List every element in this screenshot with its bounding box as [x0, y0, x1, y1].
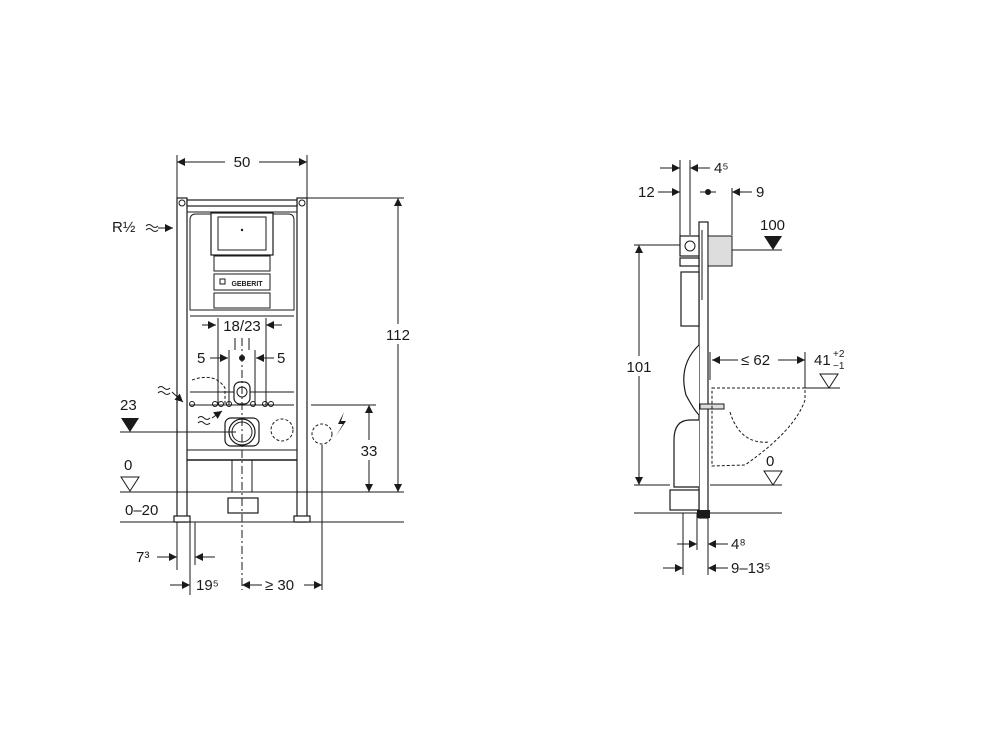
- total-height-label: 112: [386, 327, 410, 344]
- bowl-projection-label: ≤ 62: [741, 352, 770, 369]
- bottom-dimensions: 7³ 19⁵ ≥ 30: [136, 522, 322, 595]
- level-marker-open: [763, 470, 783, 486]
- electric-connection: [311, 412, 346, 590]
- side-bottom-dimensions: 4⁸ 9–13⁵: [663, 513, 771, 577]
- electric-height-label: 33: [361, 443, 378, 460]
- geberit-logo-plate: [213, 273, 271, 291]
- frame-height-label: 101: [626, 359, 651, 376]
- offset-left-label: 5: [197, 350, 205, 367]
- drain-height-label: 23: [120, 397, 137, 414]
- dimension-total-height: 112: [307, 197, 416, 492]
- wall-range-label: 9–13⁵: [731, 560, 771, 577]
- cistern: GEBERIT: [189, 212, 295, 406]
- dimension-flush: 18/23 5 5: [197, 318, 285, 405]
- width-label: 50: [234, 154, 251, 171]
- front-view: 50 GEBERIT: [112, 154, 416, 595]
- flush-width-label: 18/23: [223, 318, 261, 335]
- water-wave-icon: [145, 224, 159, 232]
- bowl-height-label: 41: [814, 352, 831, 369]
- water-inlet-label: R½: [112, 219, 136, 236]
- level-marker-filled: [764, 236, 782, 250]
- lightning-icon: [336, 412, 346, 436]
- offset-right-label: 5: [277, 350, 285, 367]
- pipe-offset-label: 4⁸: [731, 536, 746, 553]
- box-depth-label: 9: [756, 184, 764, 201]
- floor-range-label: 0–20: [125, 502, 158, 519]
- water-wave-icon: [197, 416, 211, 425]
- level-marker-filled: [121, 418, 139, 432]
- dimension-electric-height: 33: [311, 404, 383, 492]
- axis-offset-label: 19⁵: [196, 577, 219, 594]
- small-fittings: [189, 401, 274, 407]
- side-floor-level-label: 0: [766, 453, 774, 470]
- dimension-frame-height: 101: [622, 244, 680, 485]
- leg-offset-label: 7³: [136, 549, 149, 566]
- box-height-label: 100: [760, 217, 785, 234]
- level-marker-open: [120, 476, 140, 492]
- cistern-depth-label: 12: [638, 184, 655, 201]
- drain: [157, 338, 294, 590]
- side-frame: [669, 221, 733, 519]
- top-dimensions: 4⁵ 12 9: [638, 160, 764, 245]
- side-view: 4⁵ 12 9: [622, 160, 845, 577]
- dimension-drain-height: 23: [120, 397, 236, 433]
- electric-distance-label: ≥ 30: [265, 577, 294, 594]
- toilet-bowl: ≤ 62 41 +2 −1: [709, 349, 845, 467]
- dimension-width: 50: [176, 154, 308, 198]
- floor-level-label: 0: [124, 457, 132, 474]
- top-offset-label: 4⁵: [714, 160, 729, 177]
- water-inlet: R½: [112, 219, 173, 236]
- floor-levels: 0 0–20: [120, 457, 404, 523]
- bowl-tolerance-plus: +2: [833, 349, 845, 360]
- level-marker-open: [819, 373, 839, 389]
- bowl-tolerance-minus: −1: [833, 361, 845, 372]
- brand-logo: GEBERIT: [231, 281, 263, 288]
- water-wave-icon: [157, 386, 171, 395]
- dimension-box-height: 100: [732, 217, 785, 251]
